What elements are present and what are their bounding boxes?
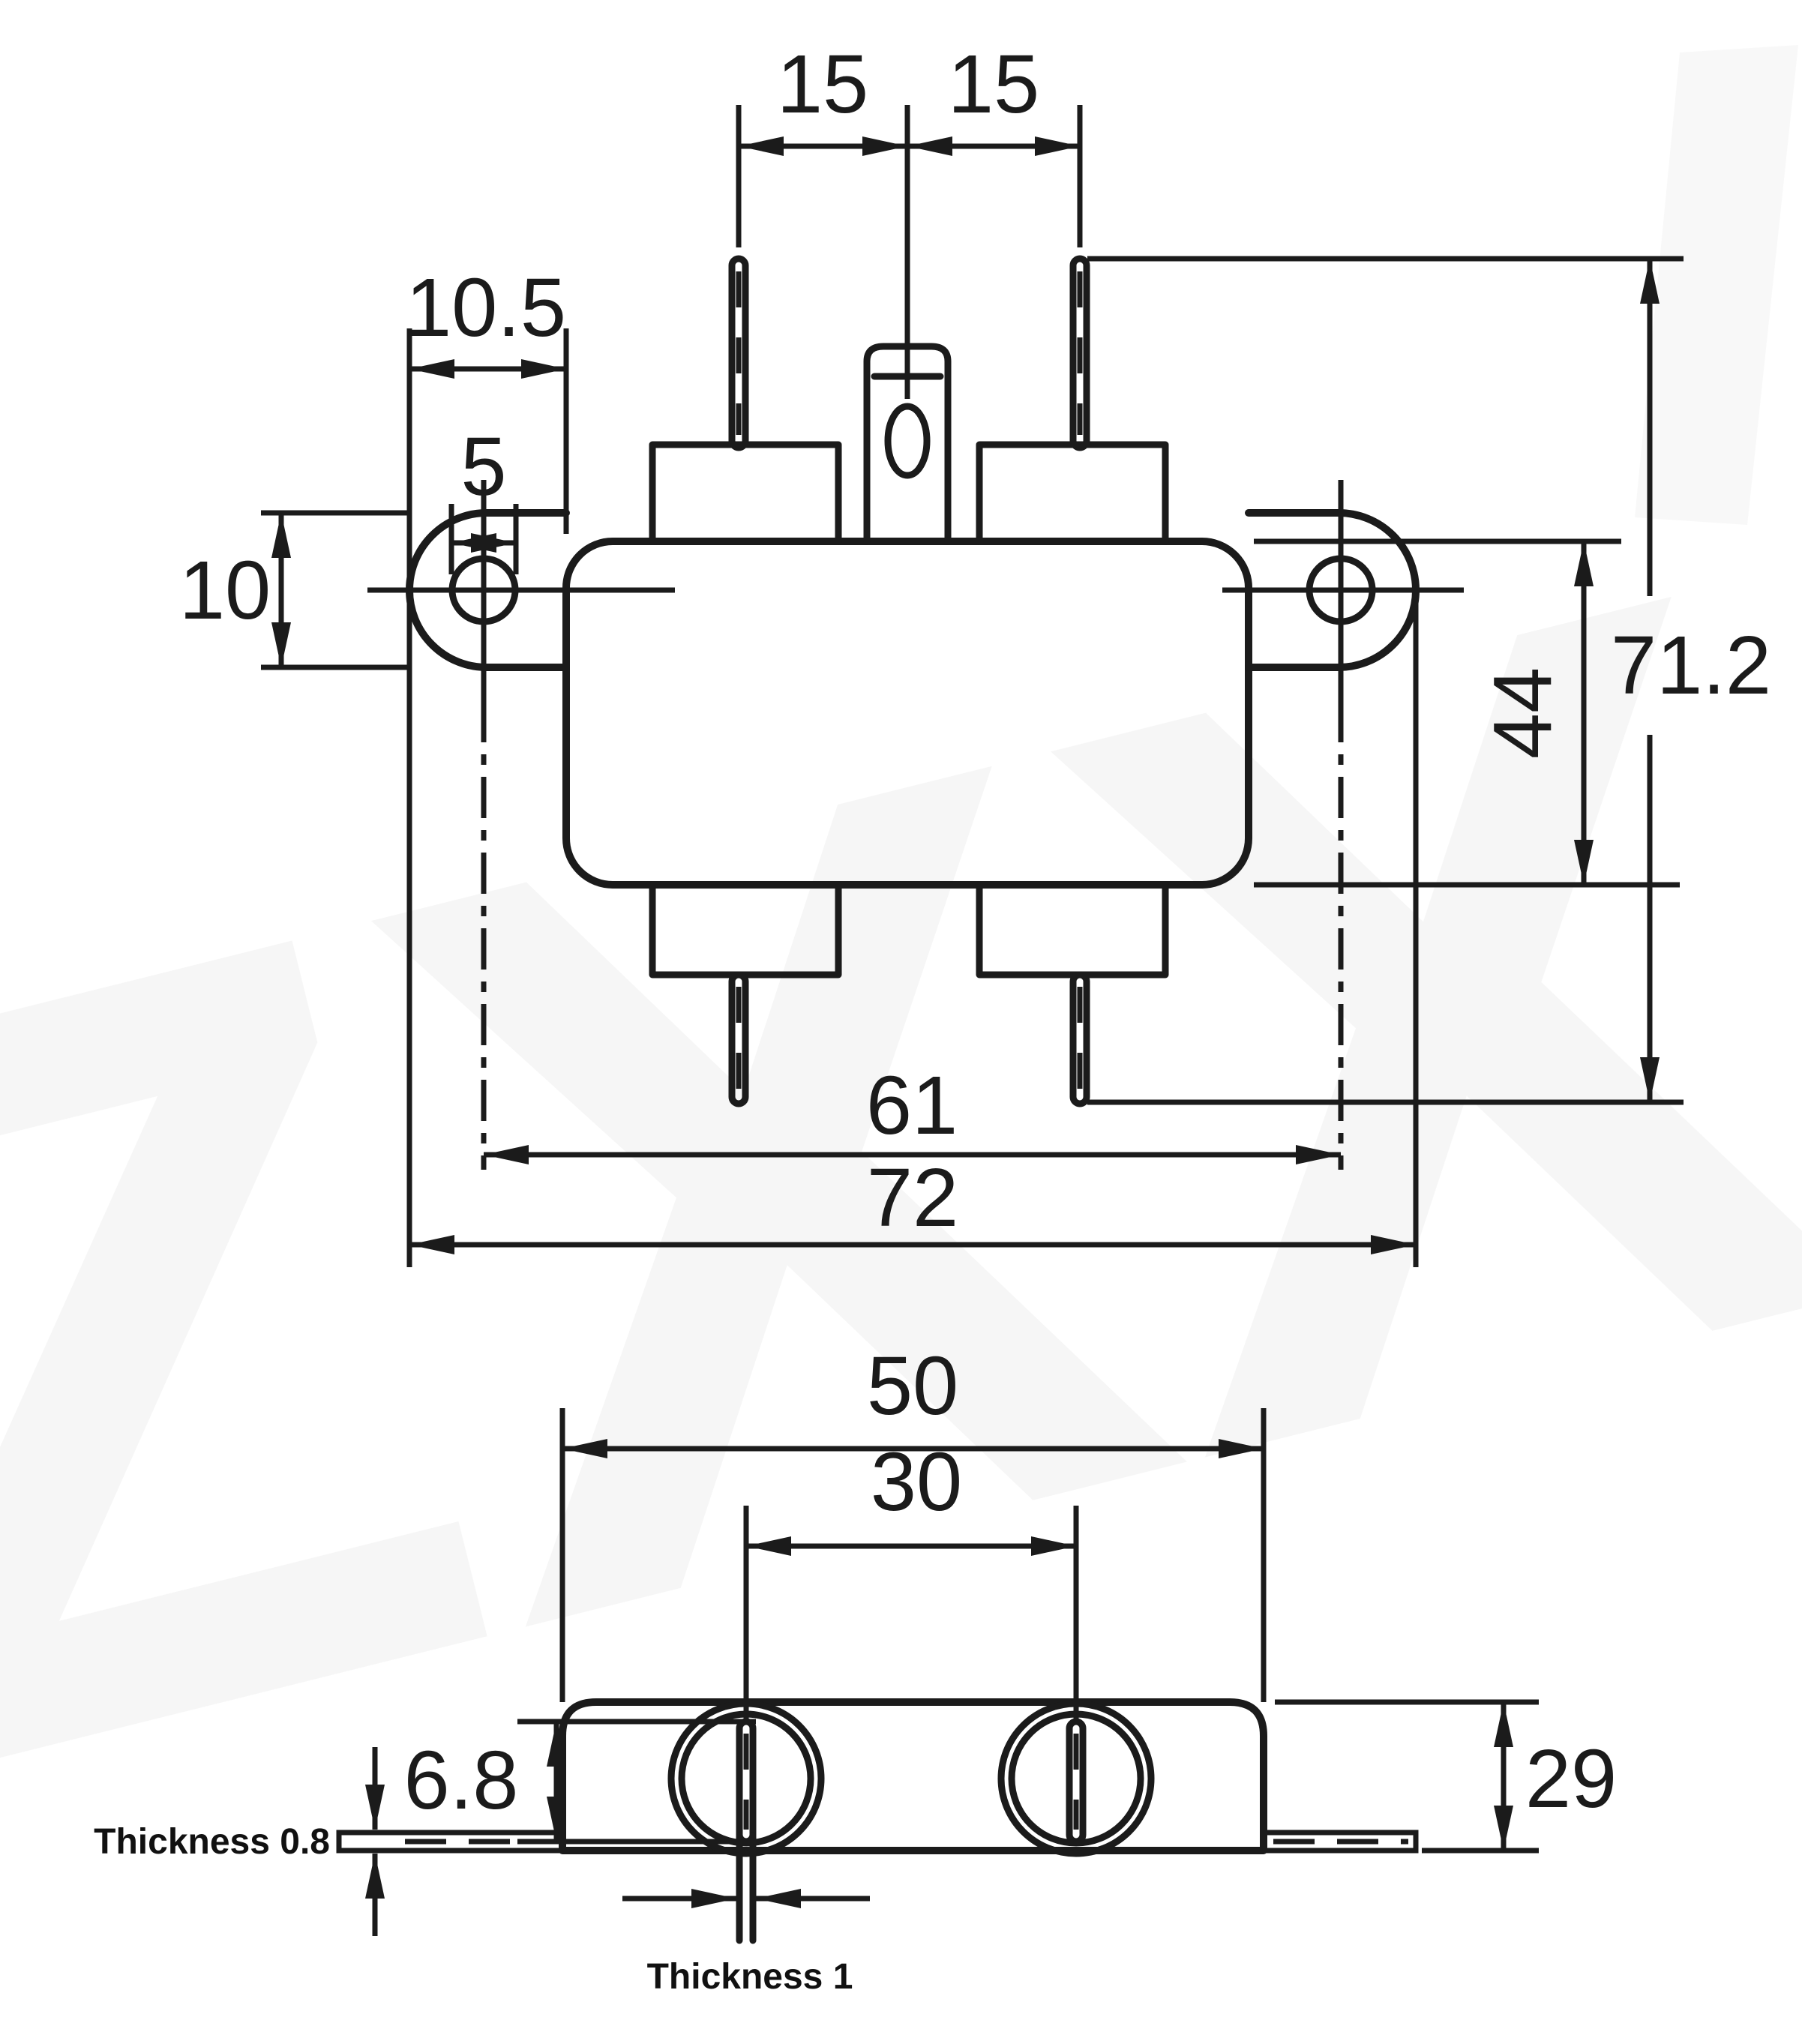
dim-plate-height: 29 bbox=[1275, 1699, 1617, 1854]
bottom-view-dimensions: 50 30 6.8 29 Thickness 0.8 bbox=[94, 1340, 1617, 1997]
dim-bushing-spacing: 30 bbox=[743, 1436, 1079, 1722]
pin-top-right bbox=[1069, 255, 1090, 451]
dim-overall-width: 72 bbox=[409, 590, 1419, 1267]
ground-tab-hole bbox=[884, 403, 931, 479]
watermark: ZXX bbox=[0, 45, 1802, 2001]
note-pin-thickness: Thickness 1 bbox=[622, 1889, 870, 1997]
note-flange-thickness: Thickness 0.8 bbox=[94, 1747, 385, 1936]
watermark-band bbox=[1635, 45, 1798, 525]
dim-tab-to-body: 10.5 bbox=[406, 262, 569, 1267]
dim-label-slot-width: 5 bbox=[460, 421, 506, 513]
dim-label-pin-length: 6.8 bbox=[404, 1734, 519, 1827]
dim-label-body-height: 44 bbox=[1477, 667, 1569, 759]
pin-bottom-right bbox=[1069, 971, 1090, 1107]
dim-overall-height: 71.2 bbox=[1087, 256, 1771, 1105]
front-view-dimensions: 15 15 10.5 5 10 44 bbox=[179, 38, 1771, 1267]
dim-label-bushing-spacing: 30 bbox=[871, 1436, 962, 1528]
dim-label-tab-height: 10 bbox=[179, 544, 271, 637]
dim-body-height: 44 bbox=[1254, 538, 1680, 888]
pin-top-left bbox=[728, 255, 749, 451]
dim-label-hole-spacing: 61 bbox=[866, 1059, 958, 1152]
pin-bottom-left bbox=[728, 971, 749, 1107]
dim-plate-width: 50 bbox=[559, 1340, 1267, 1702]
dim-slot-width: 5 bbox=[451, 421, 516, 553]
dim-label-pin-spacing-right: 15 bbox=[948, 38, 1039, 130]
foot-right bbox=[1264, 1830, 1419, 1854]
foot-left bbox=[336, 1830, 562, 1854]
filter-body-outline bbox=[562, 538, 1252, 889]
dim-hole-spacing: 61 bbox=[484, 1059, 1341, 1164]
dim-label-plate-height: 29 bbox=[1525, 1733, 1617, 1825]
dim-pin-length: 6.8 bbox=[404, 1719, 756, 1845]
dim-pin-spacing: 15 15 bbox=[736, 38, 1083, 399]
bottom-view bbox=[336, 1698, 1419, 1944]
dim-label-pin-spacing-left: 15 bbox=[777, 38, 868, 130]
bushing-right-outer bbox=[997, 1700, 1155, 1857]
note-label-flange-thickness: Thickness 0.8 bbox=[94, 1822, 330, 1862]
dim-label-plate-width: 50 bbox=[867, 1340, 958, 1432]
dim-label-overall-height: 71.2 bbox=[1611, 619, 1771, 712]
note-label-pin-thickness: Thickness 1 bbox=[647, 1957, 853, 1997]
terminal-block-top-left bbox=[649, 441, 842, 545]
dim-label-overall-width: 72 bbox=[867, 1152, 958, 1244]
dim-label-tab-to-body: 10.5 bbox=[406, 262, 566, 354]
dim-tab-height: 10 bbox=[179, 510, 411, 670]
